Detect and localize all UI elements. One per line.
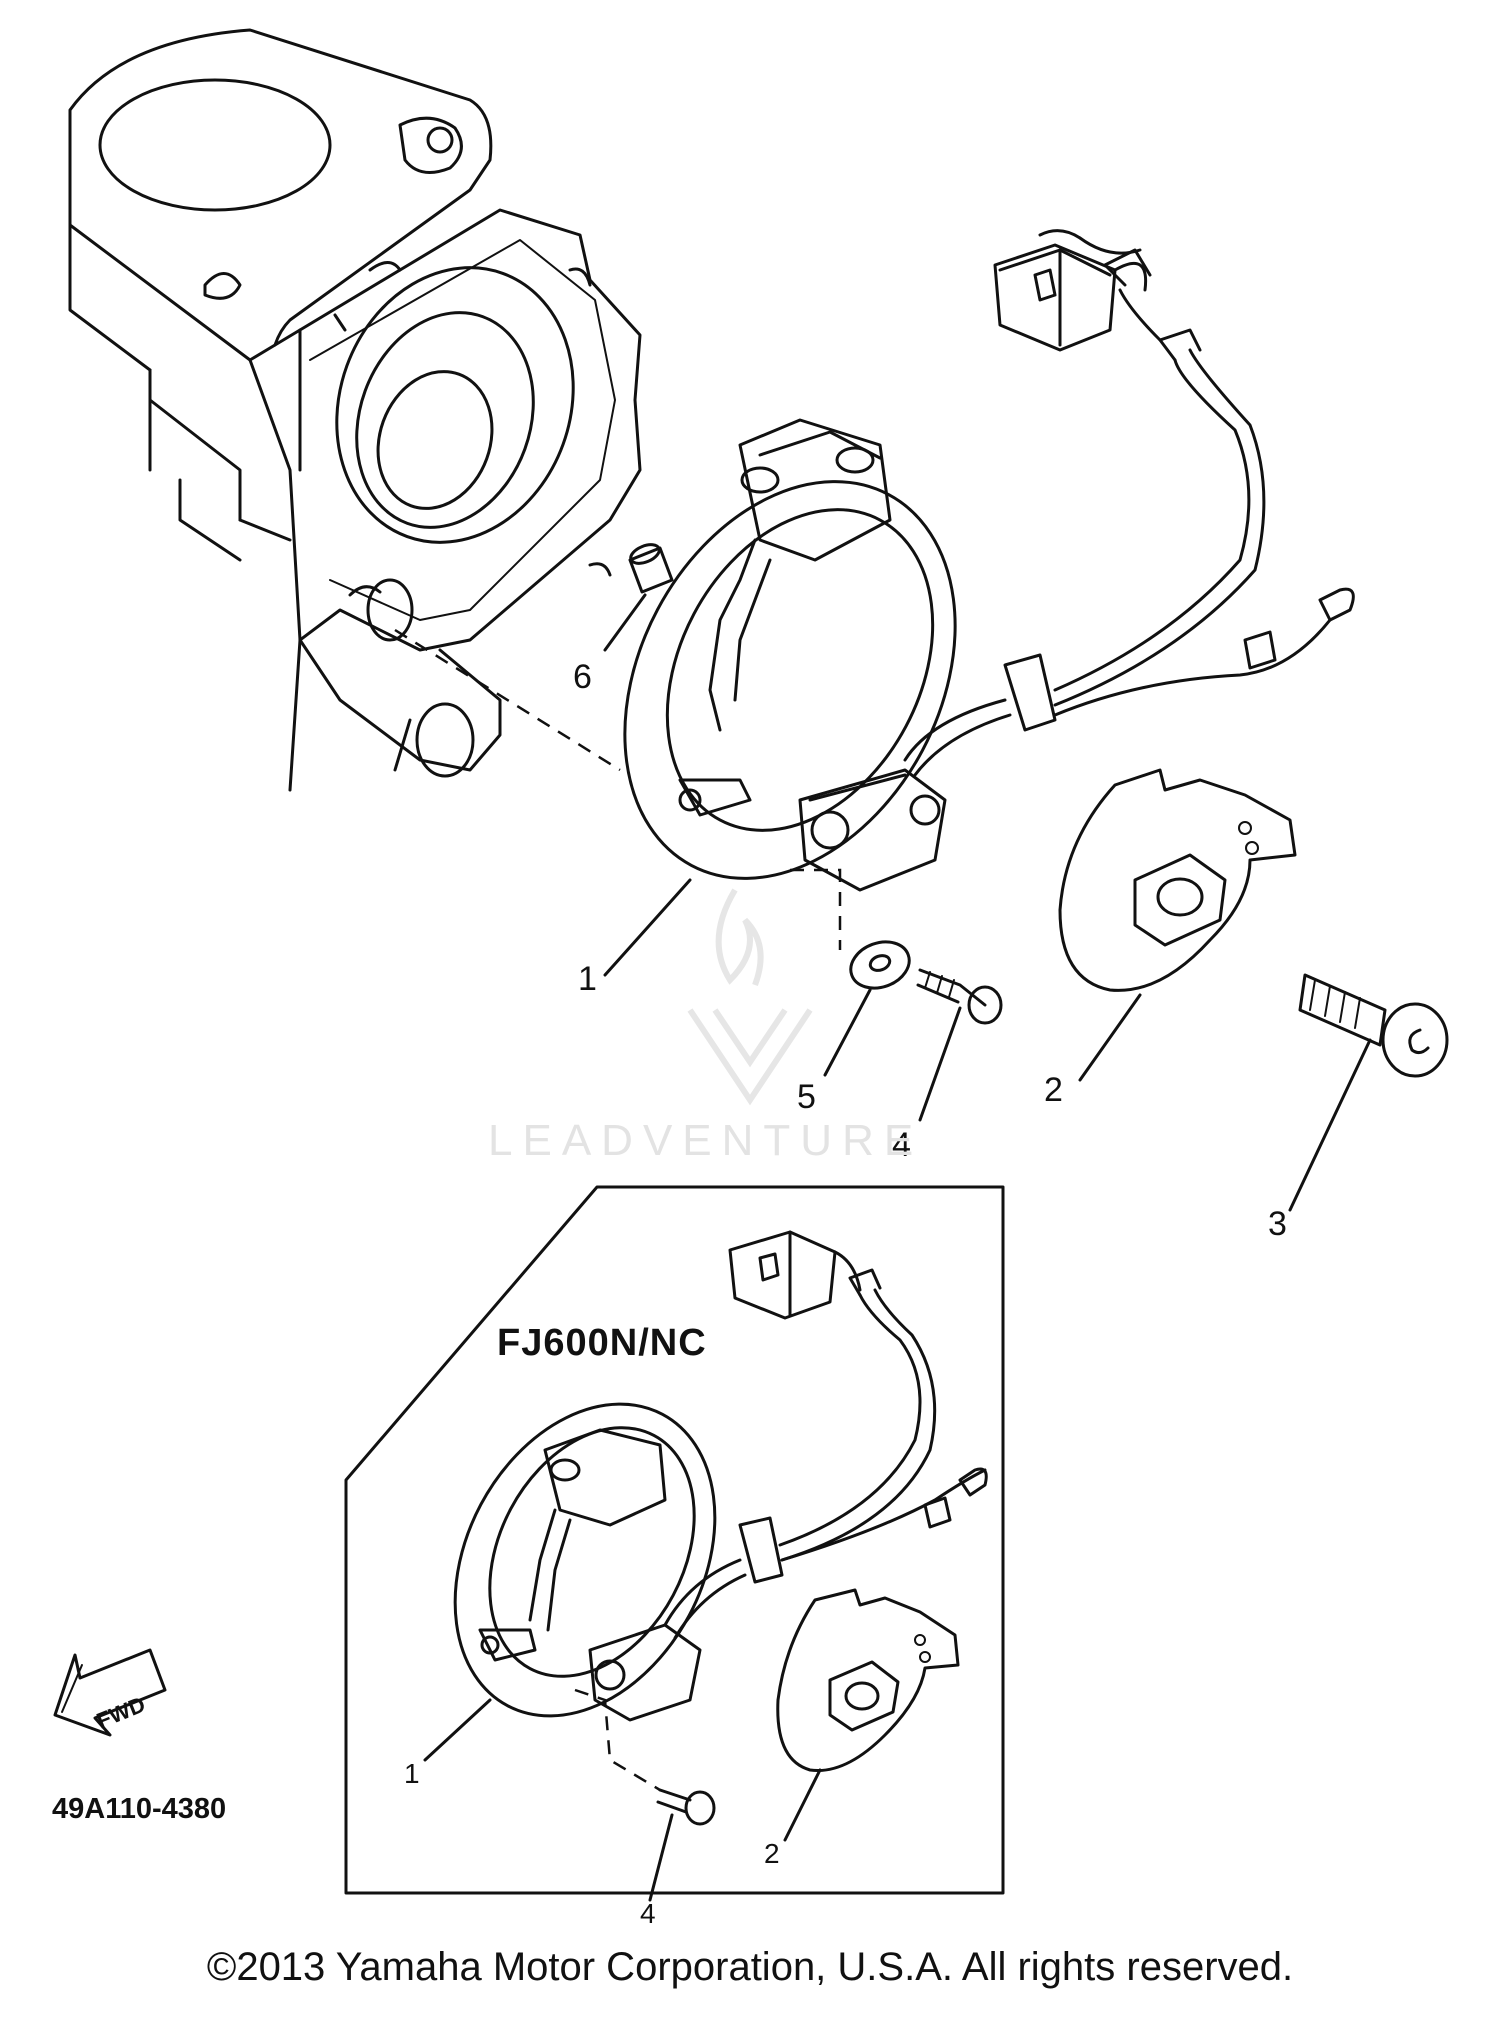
- callout-2-main: 2: [1044, 1071, 1063, 1109]
- dowel-pin-part-6: [628, 543, 674, 594]
- inset-alignment-line: [574, 1688, 661, 1792]
- callout-2-inset: 2: [764, 1838, 780, 1869]
- inset-model-label: FJ600N/NC: [497, 1322, 707, 1364]
- inset-screw: [648, 1788, 716, 1902]
- callout-6-main: 6: [573, 658, 592, 696]
- watermark-logo-icon: [687, 888, 813, 1106]
- callout-1-inset: 1: [404, 1758, 420, 1789]
- screw-part-4: [916, 968, 1003, 1122]
- diagram-code: 49A110-4380: [52, 1793, 227, 1825]
- inset-frame: [344, 1185, 1005, 1895]
- leader-line-1-main: [603, 878, 692, 977]
- callout-4-inset: 4: [640, 1898, 656, 1929]
- watermark-text: LEADVENTURE: [488, 1116, 924, 1165]
- engine-crankcase: [68, 28, 642, 792]
- copyright-notice: ©2013 Yamaha Motor Corporation, U.S.A. A…: [206, 1945, 1294, 1989]
- callout-1-main: 1: [578, 960, 597, 998]
- callout-3-main: 3: [1268, 1205, 1287, 1243]
- callout-4-main: 4: [892, 1126, 911, 1164]
- inset-pickup-coil-assembly: [453, 1230, 988, 1722]
- bolt-part-3: [1288, 973, 1449, 1212]
- washer-part-5: [823, 940, 911, 1077]
- inset-timing-plate: [776, 1588, 960, 1842]
- alignment-line-dowel: [394, 628, 621, 772]
- callout-5-main: 5: [797, 1078, 816, 1116]
- forward-arrow-icon: [53, 1648, 167, 1737]
- alignment-line-bolt: [790, 868, 842, 950]
- timing-plate-part-2: [1058, 768, 1297, 1082]
- pickup-coil-assembly-part-1: [623, 229, 1355, 892]
- leader-line-6-main: [603, 593, 647, 652]
- inset-leader-line-1: [423, 1698, 492, 1762]
